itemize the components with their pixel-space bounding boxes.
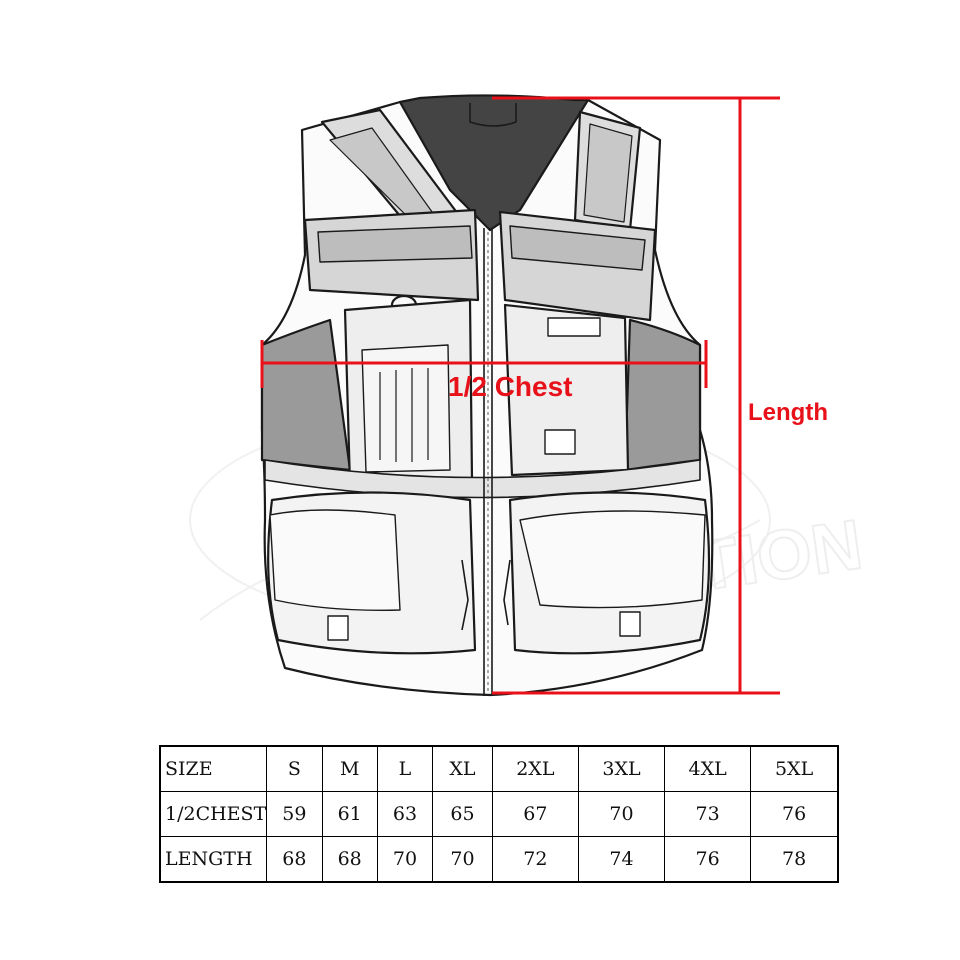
- table-cell: 63: [376, 791, 434, 837]
- table-cell: 73: [664, 791, 752, 837]
- length-label: Length: [748, 399, 828, 426]
- header-cell: 2XL: [491, 745, 579, 792]
- right-mesh-panel: [623, 318, 702, 472]
- header-cell: 5XL: [750, 745, 839, 792]
- collar-mesh: [398, 94, 590, 232]
- table-cell: 76: [664, 836, 752, 883]
- left-zipper-pull: [461, 559, 469, 631]
- table-cell: 70: [432, 836, 493, 883]
- table-header-row: SIZE S M L XL 2XL 3XL 4XL 5XL: [159, 745, 839, 792]
- table-cell: 74: [577, 836, 666, 883]
- row-label-chest: 1/2CHEST: [159, 791, 268, 837]
- header-cell: SIZE: [159, 745, 268, 792]
- table-cell: 68: [266, 836, 323, 883]
- table-cell: 68: [321, 836, 378, 883]
- length-dimension: [492, 96, 780, 695]
- table-row: 1/2CHEST 59 61 63 65 67 70 73 76: [159, 791, 839, 837]
- header-cell: M: [321, 745, 378, 792]
- vest-illustration: [260, 94, 714, 697]
- center-zipper: [483, 228, 493, 696]
- row-label-length: LENGTH: [159, 836, 268, 883]
- table-cell: 78: [750, 836, 839, 883]
- header-cell: L: [376, 745, 434, 792]
- table-cell: 59: [266, 791, 323, 837]
- chest-label: 1/2 Chest: [448, 371, 573, 402]
- table-cell: 65: [432, 791, 493, 837]
- chest-dimension: [260, 340, 708, 388]
- table-cell: 67: [491, 791, 579, 837]
- header-cell: S: [266, 745, 323, 792]
- size-chart-table: SIZE S M L XL 2XL 3XL 4XL 5XL 1/2CHEST 5…: [159, 745, 839, 883]
- table-row: LENGTH 68 68 70 70 72 74 76 78: [159, 836, 839, 883]
- header-cell: 3XL: [577, 745, 666, 792]
- header-cell: XL: [432, 745, 493, 792]
- table-cell: 72: [491, 836, 579, 883]
- header-cell: 4XL: [664, 745, 752, 792]
- table-cell: 61: [321, 791, 378, 837]
- vest-diagram: COLLECTION: [189, 94, 868, 697]
- table-cell: 70: [577, 791, 666, 837]
- right-zipper-pull: [503, 559, 511, 626]
- table-cell: 70: [376, 836, 434, 883]
- table-cell: 76: [750, 791, 839, 837]
